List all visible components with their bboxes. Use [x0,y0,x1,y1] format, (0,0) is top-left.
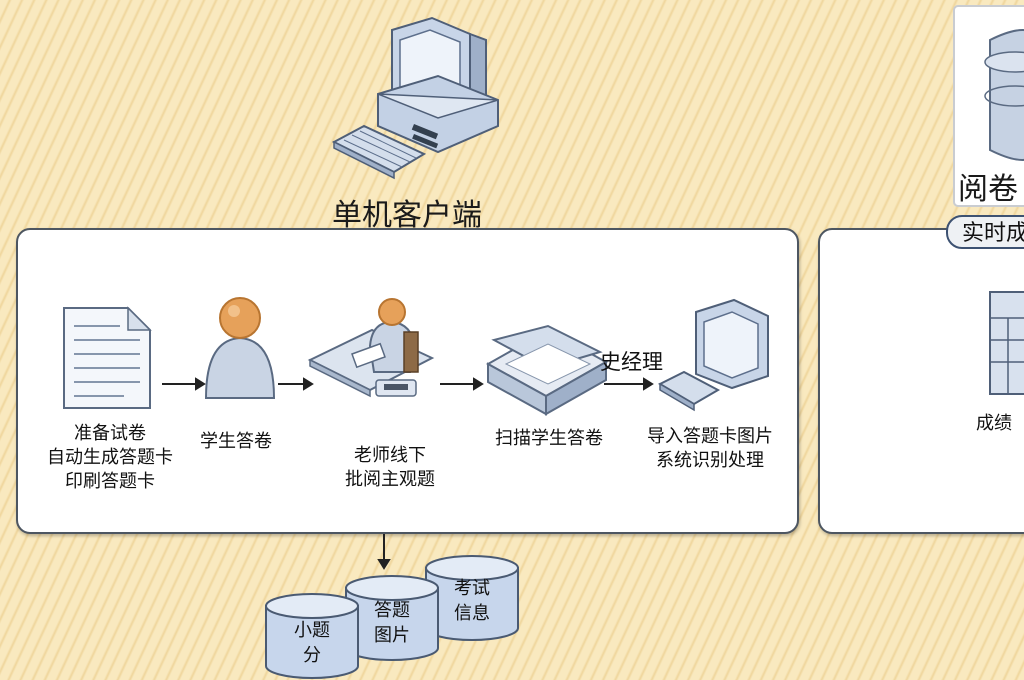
step-prepare-label: 准备试卷 自动生成答题卡 印刷答题卡 [47,423,173,492]
overlay-text: 史经理 [600,350,663,374]
answer-images-cylinder [345,575,439,661]
right-title: 阅卷 [958,172,1018,207]
step-student-label: 学生答卷 [200,431,272,452]
right-item-label: 成绩 [976,413,1012,434]
storage-images-label: 答题 图片 [374,600,410,646]
storage-subscores-label: 小题 分 [294,620,330,666]
step-scan-label: 扫描学生答卷 [495,428,603,449]
storage-examinfo-label: 考试 信息 [454,578,490,624]
teacher-desk-icon [307,298,435,398]
student-icon [204,297,276,399]
subscores-cylinder [265,593,359,679]
step-teacher-label: 老师线下 批阅主观题 [345,445,435,490]
exam-info-cylinder [425,555,519,641]
computer-icon [657,298,769,412]
step-import-label: 导入答题卡图片 系统识别处理 [647,426,773,471]
client-title: 单机客户端 [332,198,482,233]
right-pill: 实时成 [946,215,1024,249]
scanner-icon [485,324,609,416]
document-icon [63,306,152,409]
